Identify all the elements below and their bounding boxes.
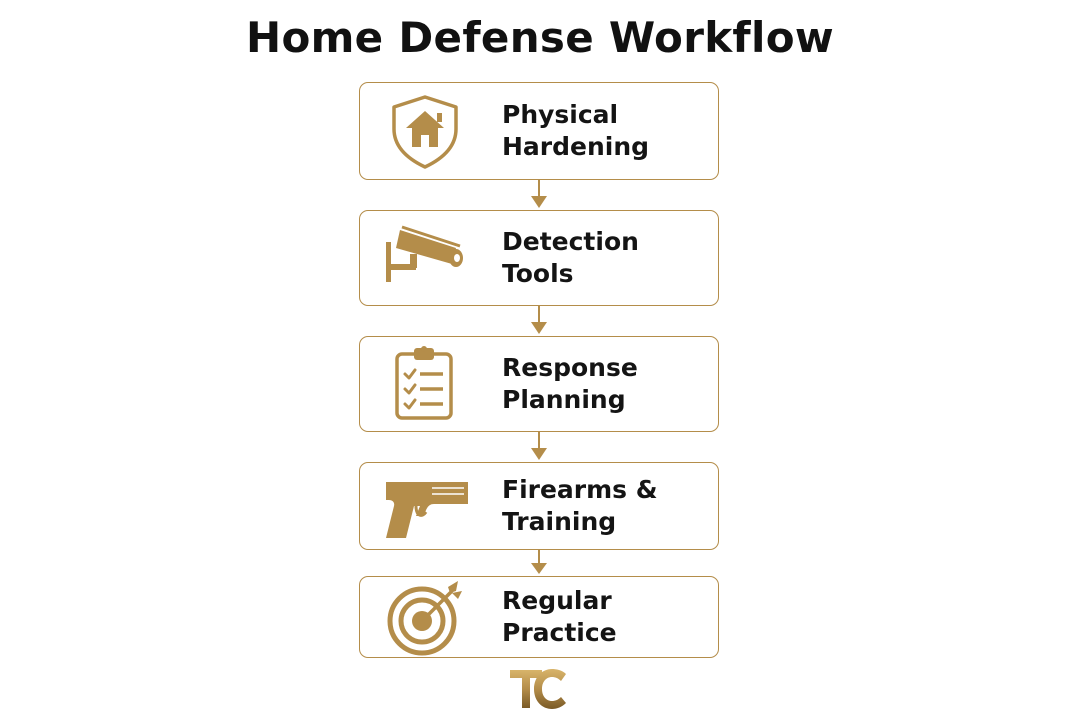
step-label: Response Planning bbox=[502, 352, 638, 416]
arrow-down-icon bbox=[528, 306, 550, 336]
step-label: Detection Tools bbox=[502, 226, 639, 290]
step-label-line1: Regular bbox=[502, 586, 612, 615]
arrow-down-icon bbox=[528, 432, 550, 462]
step-regular-practice: Regular Practice bbox=[359, 576, 719, 658]
diagram-title: Home Defense Workflow bbox=[246, 13, 834, 62]
security-camera-icon bbox=[380, 218, 470, 298]
handgun-icon bbox=[380, 466, 470, 546]
step-label: Firearms & Training bbox=[502, 474, 658, 538]
step-label-line1: Physical bbox=[502, 100, 619, 129]
arrow-down-icon bbox=[528, 550, 550, 576]
step-label-line2: Training bbox=[502, 507, 617, 536]
step-label: Regular Practice bbox=[502, 585, 617, 649]
step-label-line2: Hardening bbox=[502, 132, 650, 161]
step-label-line1: Firearms & bbox=[502, 475, 658, 504]
step-label-line1: Detection bbox=[502, 227, 639, 256]
step-label-line1: Response bbox=[502, 353, 638, 382]
step-label-line2: Planning bbox=[502, 385, 626, 414]
clipboard-checklist-icon bbox=[380, 344, 470, 424]
step-label-line2: Tools bbox=[502, 259, 574, 288]
arrow-down-icon bbox=[528, 180, 550, 210]
step-physical-hardening: Physical Hardening bbox=[359, 82, 719, 180]
step-label-line2: Practice bbox=[502, 618, 617, 647]
step-label: Physical Hardening bbox=[502, 99, 649, 163]
shield-house-icon bbox=[380, 91, 470, 171]
step-firearms-training: Firearms & Training bbox=[359, 462, 719, 550]
tc-logo-icon bbox=[506, 664, 572, 714]
step-response-planning: Response Planning bbox=[359, 336, 719, 432]
target-arrow-icon bbox=[380, 577, 470, 657]
step-detection-tools: Detection Tools bbox=[359, 210, 719, 306]
